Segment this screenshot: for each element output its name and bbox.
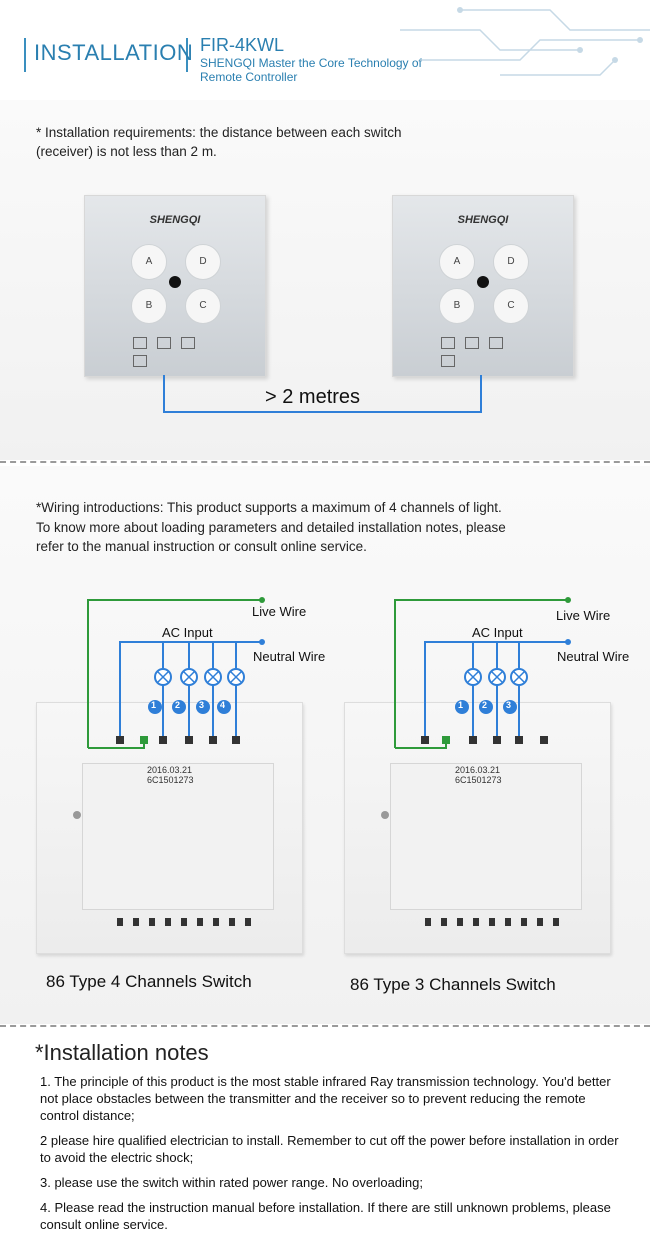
panel-brand-logo: SHENGQI (457, 214, 509, 226)
panel-button-a: A (439, 244, 475, 280)
ir-sensor-icon (169, 276, 181, 288)
panel-button-c: C (493, 288, 529, 324)
circuit-decoration-icon (400, 7, 650, 76)
neutral-wire-label: Neutral Wire (253, 649, 326, 664)
divider-2 (0, 1025, 650, 1027)
panel-button-c: C (185, 288, 221, 324)
receiver-panel-right: SHENGQI A D B C (392, 195, 574, 377)
channel-badge: 2 (482, 700, 488, 710)
switch-4-channel-label: 86 Type 4 Channels Switch (46, 972, 252, 991)
note-item: 2 please hire qualified electrician to i… (40, 1133, 619, 1165)
panel-button-d: D (185, 244, 221, 280)
installation-notes-heading: *Installation notes (35, 1040, 209, 1065)
note-item: 3. please use the switch within rated po… (40, 1175, 423, 1190)
live-wire-label: Live Wire (252, 604, 307, 619)
switch-3-channel-label: 86 Type 3 Channels Switch (350, 975, 556, 994)
channel-badge: 1 (151, 700, 157, 710)
divider-1 (0, 461, 650, 463)
distance-label: > 2 metres (265, 386, 361, 408)
channel-badge: 3 (506, 700, 512, 710)
neutral-wire-label: Neutral Wire (557, 649, 630, 664)
switch-back-cover (390, 763, 582, 910)
header-subtitle: SHENGQI Master the Core Technology of Re… (200, 56, 422, 84)
installation-requirement-text: * Installation requirements: the distanc… (36, 125, 402, 159)
mount-hole (381, 811, 389, 819)
distance-bracket (163, 375, 482, 413)
channel-badge: 4 (220, 700, 226, 710)
installation-notes-list: 1. The principle of this product is the … (40, 1073, 620, 1241)
ir-sensor-icon (477, 276, 489, 288)
note-item: 4. Please read the instruction manual be… (40, 1200, 611, 1232)
ac-input-label: AC Input (472, 625, 523, 640)
ac-input-label: AC Input (162, 625, 213, 640)
panel-button-b: B (131, 288, 167, 324)
wiring-diagram (87, 597, 571, 749)
channel-badge: 3 (199, 700, 205, 710)
switch-back-cover (82, 763, 274, 910)
product-model: FIR-4KWL (200, 35, 285, 55)
page-title: INSTALLATION (34, 40, 194, 65)
mount-hole (73, 811, 81, 819)
panel-button-a: A (131, 244, 167, 280)
receiver-panel-left: SHENGQI A D B C (84, 195, 266, 377)
live-wire-label: Live Wire (556, 608, 611, 623)
wiring-intro-text: *Wiring introductions: This product supp… (36, 500, 506, 554)
panel-button-d: D (493, 244, 529, 280)
header-title-frame (24, 38, 188, 72)
note-item: 1. The principle of this product is the … (40, 1074, 611, 1123)
feature-icons (441, 336, 531, 367)
panel-button-b: B (439, 288, 475, 324)
channel-badge: 1 (458, 700, 464, 710)
panel-brand-logo: SHENGQI (149, 214, 201, 226)
channel-badge: 2 (175, 700, 181, 710)
feature-icons (133, 336, 223, 367)
